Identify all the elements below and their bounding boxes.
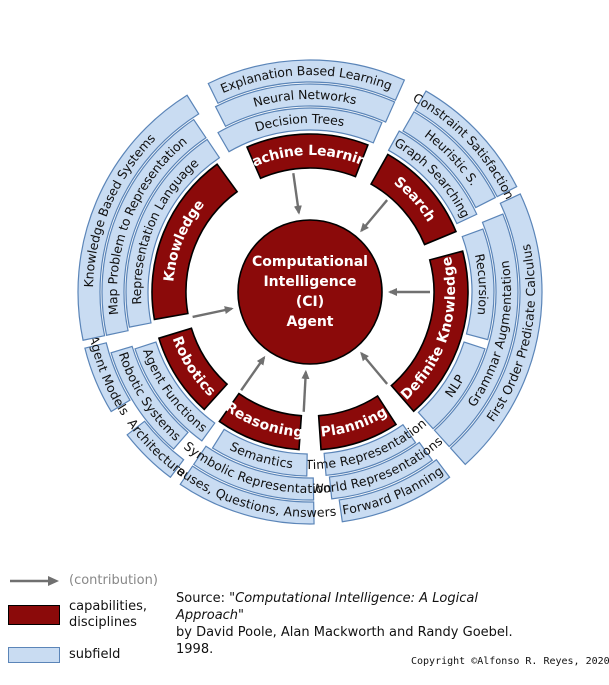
- capability-segment: [151, 163, 239, 321]
- center-agent-circle: [237, 219, 383, 365]
- capability-segment: [245, 133, 369, 180]
- center-line-4: Agent: [286, 314, 333, 330]
- subfield-band: [433, 213, 519, 448]
- contribution-arrows: [192, 173, 430, 412]
- capability-planning: Planning: [317, 394, 398, 451]
- subfield-neural-networks: Neural Networks: [214, 83, 396, 128]
- subfield-band: [387, 130, 478, 225]
- subfield-label: Recursion: [472, 252, 491, 316]
- subfield-band: [402, 111, 497, 209]
- subfield-band: [211, 428, 308, 477]
- center-line-3: (CI): [296, 294, 324, 310]
- legend-capabilities-label: capabilities, disciplines: [69, 599, 148, 630]
- subfield-band: [338, 458, 451, 523]
- contribution-arrow-icon: [10, 576, 59, 586]
- legend-subfield-label: subfield: [69, 647, 121, 662]
- contribution-arrow-reasoning: [301, 369, 310, 412]
- subfield-band: [126, 420, 185, 479]
- source-title: "Computational Intelligence: A Logical A…: [176, 591, 478, 623]
- source-citation: Source: "Computational Intelligence: A L…: [176, 590, 536, 658]
- subfield-label-path: Recursion: [472, 252, 491, 316]
- subfield-band: [84, 342, 131, 413]
- contribution-arrow-robotics: [240, 355, 266, 391]
- legend-subfield: subfield: [8, 647, 120, 663]
- subfield-band: [179, 465, 315, 525]
- subfield-band: [101, 118, 207, 336]
- capability-segment: [369, 153, 458, 246]
- source-year: 1998.: [176, 642, 214, 657]
- capability-swatch: [8, 605, 60, 625]
- subfield-band: [449, 193, 543, 466]
- subfield-band: [214, 83, 396, 128]
- subfield-recursion: Recursion: [461, 228, 495, 341]
- center-line-2: Intelligence: [263, 274, 356, 290]
- contribution-arrow-machine-learning: [292, 173, 302, 215]
- subfield-band: [192, 445, 315, 501]
- legend-contribution-label: (contribution): [69, 573, 158, 588]
- source-authors: by David Poole, Alan Mackworth and Randy…: [176, 625, 513, 640]
- legend-capabilities: capabilities, disciplines: [8, 599, 164, 631]
- subfield-band: [414, 90, 518, 198]
- subfield-band: [207, 59, 406, 105]
- source-prefix: Source:: [176, 591, 226, 606]
- subfield-band: [77, 94, 200, 341]
- capability-segment: [317, 394, 398, 451]
- subfield-band: [217, 107, 383, 153]
- subfield-band: [323, 423, 417, 476]
- subfield-band: [134, 341, 216, 442]
- copyright-notice: Copyright ©Alfonso R. Reyes, 2020: [411, 656, 609, 667]
- capability-segment: [157, 327, 229, 411]
- subfield-band: [110, 345, 189, 450]
- subfield-band: [125, 138, 221, 328]
- legend-contribution: (contribution): [8, 573, 158, 589]
- center-line-1: Computational: [252, 254, 368, 270]
- subfield-band: [328, 441, 434, 500]
- subfield-decision-trees: Decision Trees: [217, 107, 383, 153]
- capability-machine-learning: Machine Learning: [237, 133, 379, 180]
- contribution-arrow-search: [360, 199, 389, 233]
- subfield-swatch: [8, 647, 60, 663]
- subfield-band: [417, 341, 486, 430]
- capability-segment: [218, 392, 303, 451]
- contribution-arrow-planning: [360, 351, 389, 385]
- subfield-band: [461, 228, 495, 341]
- capability-segment: [390, 250, 469, 413]
- contribution-arrow-knowledge: [192, 306, 234, 319]
